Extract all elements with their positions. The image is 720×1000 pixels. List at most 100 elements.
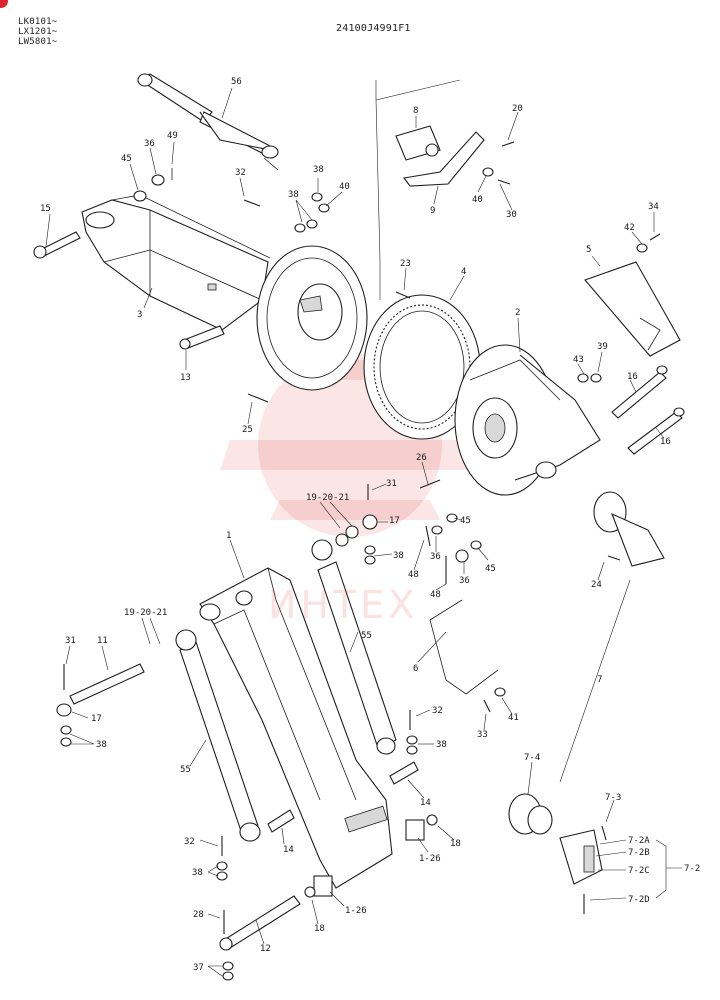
subassembly-7-4	[508, 793, 553, 835]
subassembly-7-2	[559, 829, 603, 885]
cylinder-56	[137, 73, 279, 171]
serial-number: LK0101~	[18, 17, 58, 27]
callout-label: 45	[460, 516, 471, 526]
swing-plate	[256, 245, 368, 391]
watermark-text: ИНТЕХ	[268, 583, 419, 627]
boom-frame-3	[81, 194, 271, 331]
serial-number: LX1201~	[18, 27, 58, 37]
callout-label: 6	[413, 664, 418, 674]
callout-label: 7-2D	[628, 895, 650, 905]
shafts-16	[611, 365, 685, 455]
callout-label: 23	[400, 259, 411, 269]
fasteners	[56, 141, 661, 981]
callout-label: 40	[339, 182, 350, 192]
callout-label: 55	[180, 765, 191, 775]
callout-label: 45	[121, 154, 132, 164]
callout-label: 42	[624, 223, 635, 233]
plate-5	[584, 261, 681, 357]
callout-label: 17	[91, 714, 102, 724]
pin-15	[33, 231, 81, 259]
callout-label: 3	[137, 310, 142, 320]
callout-label: 7-2B	[628, 848, 650, 858]
callout-label: 13	[180, 373, 191, 383]
bushing-1-26-b	[313, 875, 333, 897]
callout-label: 14	[420, 798, 431, 808]
gear-housing-2	[454, 344, 601, 496]
callout-label: 38	[96, 740, 107, 750]
callout-label: 38	[393, 551, 404, 561]
callout-label: 34	[648, 202, 659, 212]
callout-label: 9	[430, 206, 435, 216]
callout-label: 36	[144, 139, 155, 149]
ring-gear-4	[363, 294, 481, 440]
callout-label: 30	[506, 210, 517, 220]
callout-label: 7-2	[684, 864, 700, 874]
callout-label: 16	[627, 372, 638, 382]
pin-12	[219, 895, 301, 951]
callout-label: 36	[430, 552, 441, 562]
callout-label: 43	[573, 355, 584, 365]
callout-label: 24	[591, 580, 602, 590]
callout-label: 2	[515, 308, 520, 318]
callout-label: 12	[260, 944, 271, 954]
callout-label: 38	[313, 165, 324, 175]
pin-11	[69, 663, 145, 705]
callout-label: 40	[472, 195, 483, 205]
bracket-9	[403, 131, 485, 187]
callout-label: 14	[283, 845, 294, 855]
callout-label: 38	[436, 740, 447, 750]
callout-labels: 56 49 36 45 32 38 38 40 15 3 13 25 8 9 2…	[40, 77, 700, 973]
callout-label: 32	[184, 837, 195, 847]
callout-label: 28	[193, 910, 204, 920]
callout-label: 36	[459, 576, 470, 586]
cylinder-55-left	[175, 629, 261, 842]
callout-label: 20	[512, 104, 523, 114]
callout-label: 25	[242, 425, 253, 435]
callout-label: 8	[413, 106, 418, 116]
cylinder-55-right	[311, 539, 397, 755]
pin-13	[179, 325, 225, 350]
callout-label: 31	[386, 479, 397, 489]
callout-label: 55	[361, 631, 372, 641]
callout-label: 37	[193, 963, 204, 973]
callout-label: 15	[40, 204, 51, 214]
callout-label: 19-20-21	[306, 493, 349, 503]
callout-label: 38	[192, 868, 203, 878]
pin-14-a	[389, 761, 419, 785]
callout-label: 11	[97, 636, 108, 646]
callout-label: 49	[167, 131, 178, 141]
u-bolt-6	[429, 599, 499, 695]
callout-label: 7-2C	[628, 866, 650, 876]
callout-label: 1-26	[419, 854, 441, 864]
callout-label: 26	[416, 453, 427, 463]
callout-label: 19-20-21	[124, 608, 167, 618]
corner-marker-icon	[0, 0, 8, 8]
callout-label: 5	[586, 245, 591, 255]
callout-label: 48	[430, 590, 441, 600]
callout-label: 41	[508, 713, 519, 723]
callout-label: 1	[226, 531, 231, 541]
document-number: 24100J4991F1	[336, 23, 411, 34]
callout-label: 39	[597, 342, 608, 352]
callout-label: 18	[450, 839, 461, 849]
serial-number: LW5801~	[18, 37, 58, 47]
valve-8	[395, 125, 441, 161]
callout-label: 56	[231, 77, 242, 87]
callout-label: 7-2A	[628, 836, 650, 846]
callout-label: 4	[461, 267, 466, 277]
callout-label: 33	[477, 730, 488, 740]
callout-label: 16	[660, 437, 671, 447]
callout-label: 7	[597, 675, 602, 685]
gear-motor-7	[559, 491, 665, 783]
callout-label: 32	[432, 706, 443, 716]
leader-lines	[45, 79, 682, 977]
callout-label: 17	[389, 516, 400, 526]
callout-label: 48	[408, 570, 419, 580]
callout-label: 38	[288, 190, 299, 200]
callout-label: 1-26	[345, 906, 367, 916]
callout-label: 7-4	[524, 753, 540, 763]
pin-14-b	[267, 809, 295, 833]
callout-label: 45	[485, 564, 496, 574]
